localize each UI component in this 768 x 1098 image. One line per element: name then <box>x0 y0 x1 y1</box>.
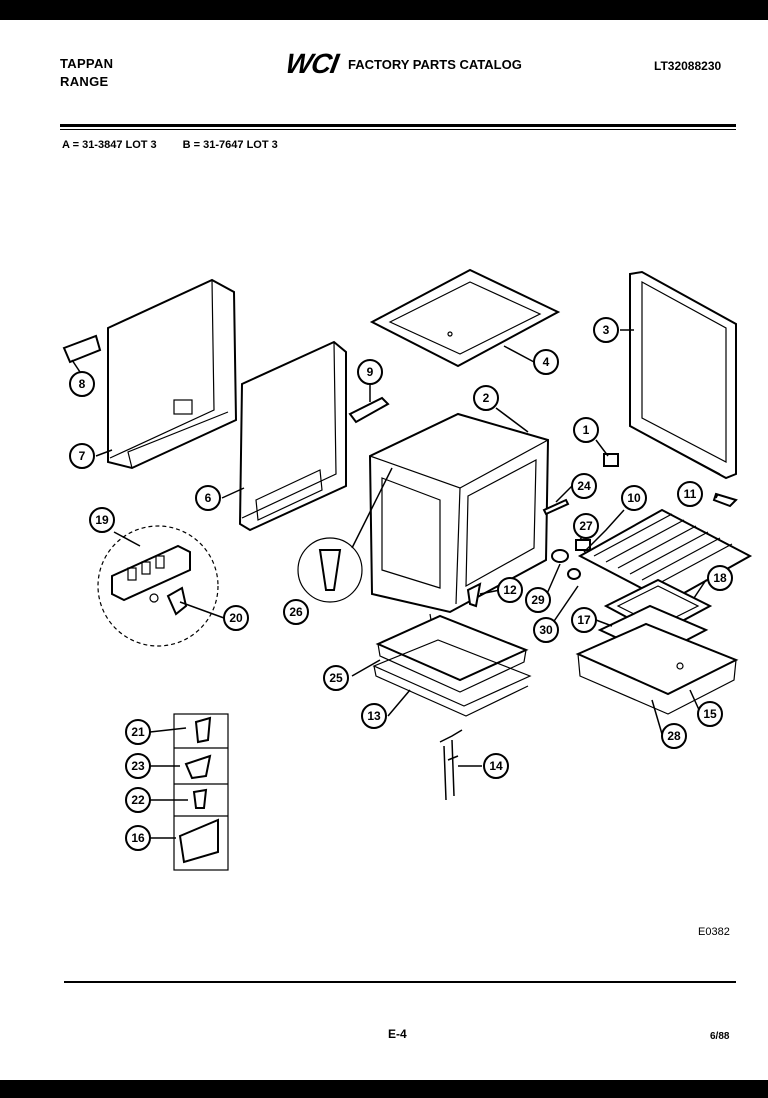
callout-15-label: 15 <box>703 707 717 721</box>
callout-18-label: 18 <box>713 571 727 585</box>
callout-14-label: 14 <box>489 759 503 773</box>
footer-rule <box>64 981 736 983</box>
callout-22-label: 22 <box>131 793 145 807</box>
part-19-20-detail <box>97 525 219 647</box>
callout-13-label: 13 <box>367 709 381 723</box>
model-number: LT32088230 <box>654 59 722 73</box>
catalog-title: FACTORY PARTS CATALOG <box>348 57 522 72</box>
callout-9-label: 9 <box>367 365 374 379</box>
header-rule <box>60 124 736 127</box>
callout-22: 22 <box>125 787 151 813</box>
part-29-part <box>551 549 569 563</box>
top-scan-border <box>0 0 768 20</box>
callout-25: 25 <box>323 665 349 691</box>
callout-12-label: 12 <box>503 583 517 597</box>
callout-18: 18 <box>707 565 733 591</box>
part-30-part <box>567 568 581 580</box>
callout-28: 28 <box>661 723 687 749</box>
callout-17: 17 <box>571 607 597 633</box>
callout-26-upper: 26 <box>283 599 309 625</box>
part-15-drawer <box>575 622 739 715</box>
brand-name: TAPPAN <box>60 56 114 71</box>
callout-1: 1 <box>573 417 599 443</box>
part-6-back-panel <box>238 340 347 532</box>
part-7-side-panel <box>107 278 238 470</box>
callout-9: 9 <box>357 359 383 385</box>
lot-legend: A = 31-3847 LOT 3 B = 31-7647 LOT 3 <box>62 139 278 151</box>
callout-15: 15 <box>697 701 723 727</box>
callout-8: 8 <box>69 371 95 397</box>
callout-10-label: 10 <box>627 491 641 505</box>
callout-23: 23 <box>125 753 151 779</box>
callout-21-label: 21 <box>131 725 145 739</box>
part-14-element <box>439 729 463 801</box>
bottom-scan-border <box>0 1080 768 1098</box>
callout-6: 6 <box>195 485 221 511</box>
callout-30: 30 <box>533 617 559 643</box>
part-8-clip <box>62 334 102 364</box>
callout-29-label: 29 <box>531 593 545 607</box>
small-parts-box <box>173 713 229 871</box>
callout-1-label: 1 <box>583 423 590 437</box>
callout-20: 20 <box>223 605 249 631</box>
callout-16-label: 16 <box>131 831 145 845</box>
callout-25-label: 25 <box>329 671 343 685</box>
callout-21: 21 <box>125 719 151 745</box>
product-type: RANGE <box>60 74 109 89</box>
lot-b: B = 31-7647 LOT 3 <box>182 139 278 151</box>
callout-2-label: 2 <box>483 391 490 405</box>
revision-date: 6/88 <box>710 1031 730 1042</box>
callout-11-label: 11 <box>684 487 697 501</box>
part-26-detail <box>297 467 393 603</box>
callout-11: 11 <box>677 481 703 507</box>
part-2-oven-body <box>368 412 550 627</box>
page-number: E-4 <box>388 1027 407 1041</box>
part-9-bracket <box>348 396 390 424</box>
callout-24: 24 <box>571 473 597 499</box>
drawing-code: E0382 <box>698 926 730 938</box>
header-rule-thin <box>60 129 736 130</box>
callout-13: 13 <box>361 703 387 729</box>
part-24-pin <box>542 498 570 516</box>
callout-4: 4 <box>533 349 559 375</box>
callout-3: 3 <box>593 317 619 343</box>
part-13-base-frame <box>372 639 532 717</box>
callout-6-label: 6 <box>205 491 212 505</box>
callout-19: 19 <box>89 507 115 533</box>
callout-27: 27 <box>573 513 599 539</box>
callout-3-label: 3 <box>603 323 610 337</box>
callout-12: 12 <box>497 577 523 603</box>
callout-26-upper-label: 26 <box>289 605 303 619</box>
part-3-door <box>629 270 737 480</box>
callout-30-label: 30 <box>539 623 553 637</box>
callout-7: 7 <box>69 443 95 469</box>
callout-2: 2 <box>473 385 499 411</box>
callout-19-label: 19 <box>95 513 109 527</box>
lot-a: A = 31-3847 LOT 3 <box>62 139 157 151</box>
part-12-part <box>466 582 482 608</box>
callout-23-label: 23 <box>131 759 145 773</box>
part-1-fitting <box>603 453 619 467</box>
callout-16: 16 <box>125 825 151 851</box>
callout-10: 10 <box>621 485 647 511</box>
leader-lines <box>71 329 719 839</box>
callout-20-label: 20 <box>229 611 243 625</box>
callout-8-label: 8 <box>79 377 86 391</box>
callout-24-label: 24 <box>577 479 591 493</box>
callout-14: 14 <box>483 753 509 779</box>
callout-4-label: 4 <box>543 355 550 369</box>
callout-29: 29 <box>525 587 551 613</box>
callout-27-label: 27 <box>579 519 593 533</box>
callout-17-label: 17 <box>577 613 591 627</box>
callout-28-label: 28 <box>667 729 681 743</box>
callout-7-label: 7 <box>79 449 86 463</box>
part-11-knob <box>712 492 738 508</box>
part-25-bottom-panel <box>375 614 529 693</box>
part-4-cooktop <box>369 268 561 368</box>
